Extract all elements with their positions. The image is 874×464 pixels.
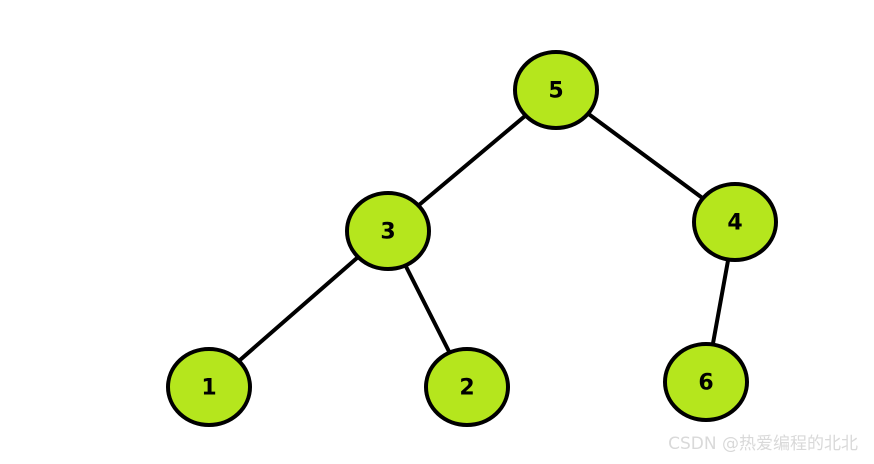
tree-node-4: 4	[692, 182, 778, 262]
node-label: 3	[380, 220, 395, 245]
tree-node-3: 3	[345, 191, 431, 271]
node-circle	[424, 347, 510, 427]
edge-n5-n3	[416, 113, 528, 208]
watermark: CSDN @热爱编程的北北	[668, 434, 858, 454]
edge-n3-n1	[236, 255, 361, 363]
edge-n4-n6	[710, 257, 731, 347]
node-label: 2	[459, 376, 474, 401]
tree-node-6: 6	[663, 342, 749, 422]
node-label: 4	[727, 211, 742, 236]
edge-n5-n4	[586, 111, 705, 201]
node-label: 5	[548, 79, 563, 104]
node-circle	[692, 182, 778, 262]
edge-n3-n2	[403, 263, 452, 355]
node-circle	[345, 191, 431, 271]
tree-node-5: 5	[513, 50, 599, 130]
tree-node-2: 2	[424, 347, 510, 427]
node-circle	[166, 347, 252, 427]
tree-node-1: 1	[166, 347, 252, 427]
node-circle	[663, 342, 749, 422]
tree-edges	[236, 111, 731, 363]
node-label: 6	[698, 371, 713, 396]
tree-nodes: 5 3 4 1 2 6	[166, 50, 778, 427]
node-circle	[513, 50, 599, 130]
node-label: 1	[201, 376, 216, 401]
